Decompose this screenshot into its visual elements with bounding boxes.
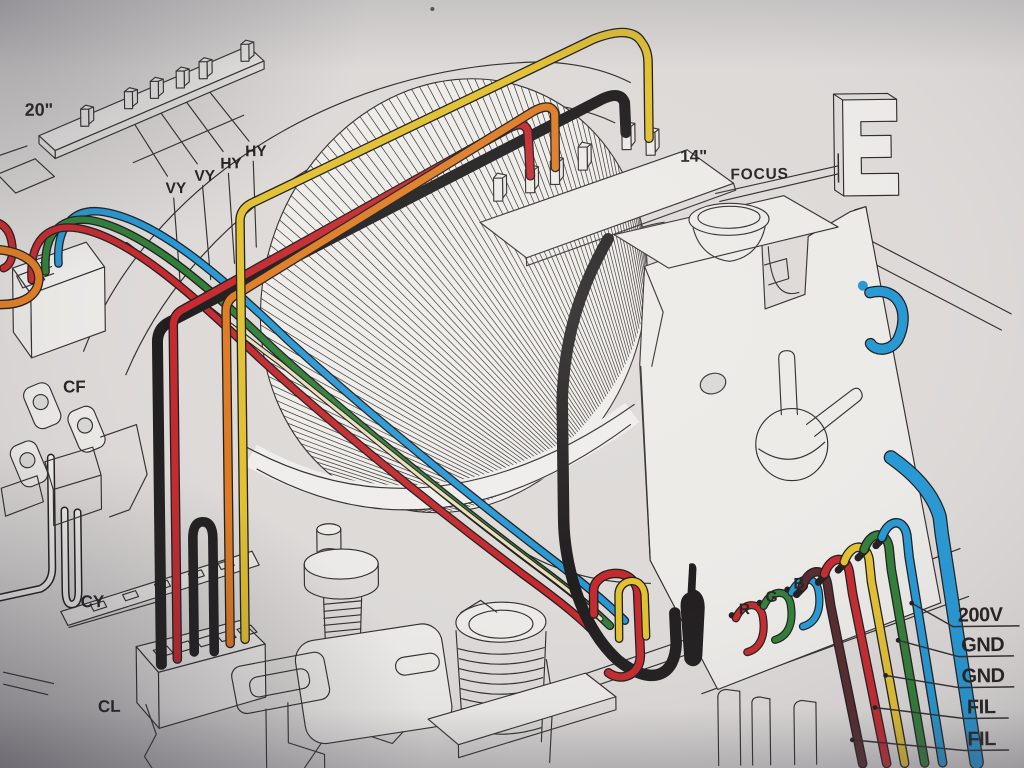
edge-shadow-top [0,0,1024,70]
edge-shadow-bottom [0,708,1024,768]
